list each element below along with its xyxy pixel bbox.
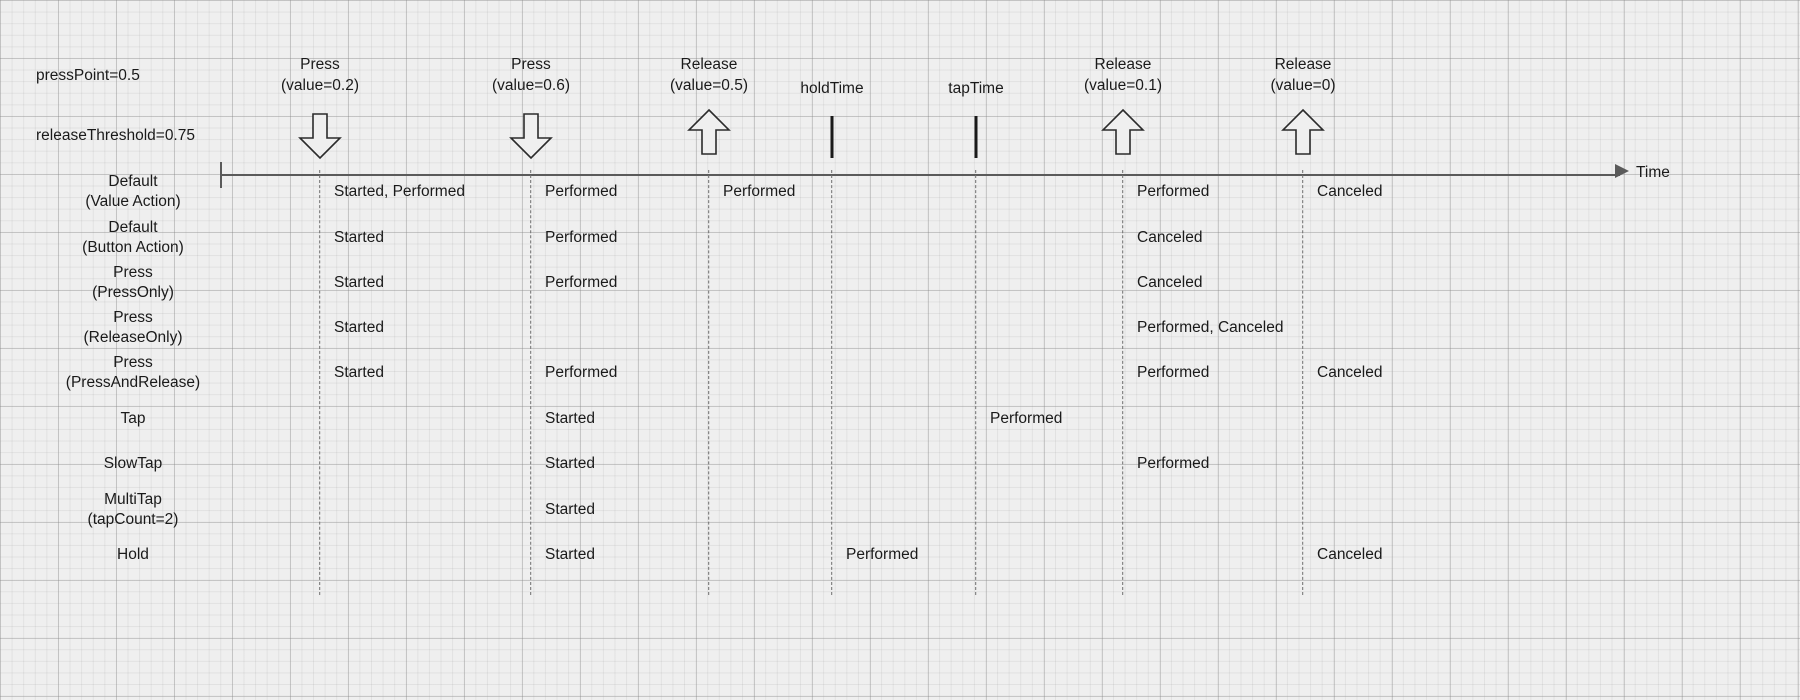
event-label-press-0-6: Press (value=0.6) <box>492 54 570 96</box>
row-label-press-releaseonly: Press (ReleaseOnly) <box>83 308 182 348</box>
event-gridline-release-0-1 <box>1122 170 1124 595</box>
event-label-line1: Release <box>680 56 738 73</box>
event-label-release-0-5: Release (value=0.5) <box>670 54 748 96</box>
arrow-right-icon <box>1615 164 1629 178</box>
cell-press-pressandrelease-press-0-6: Performed <box>545 364 618 381</box>
event-label-line2: (value=0) <box>1270 77 1336 94</box>
row-label-line-2: (PressOnly) <box>92 284 174 301</box>
tick-marker-hold-time <box>830 116 834 158</box>
event-label-line2: (value=0.5) <box>670 77 748 94</box>
cell-press-pressandrelease-press-0-2: Started <box>334 364 384 381</box>
arrow-up-icon-release-0-1 <box>1099 108 1147 156</box>
cell-multitap-press-0-6: Started <box>545 501 595 518</box>
row-label-default-button-action: Default (Button Action) <box>82 218 184 258</box>
row-label-line-1: Tap <box>120 410 146 427</box>
row-label-line-1: SlowTap <box>103 455 163 472</box>
cell-slowtap-release-0-1: Performed <box>1137 455 1210 472</box>
note-line-press-point: pressPoint=0.5 <box>36 67 140 84</box>
event-gridline-hold-time <box>831 170 833 595</box>
row-label-multitap: MultiTap (tapCount=2) <box>88 490 179 530</box>
time-axis-line <box>220 174 1620 176</box>
event-label-line1: tapTime <box>948 80 1004 97</box>
event-label-hold-time: holdTime <box>800 78 863 99</box>
cell-press-pressonly-press-0-2: Started <box>334 274 384 291</box>
event-label-release-0-1: Release (value=0.1) <box>1084 54 1162 96</box>
event-label-release-0: Release (value=0) <box>1270 54 1335 96</box>
row-label-press-pressandrelease: Press (PressAndRelease) <box>66 353 200 393</box>
event-gridline-tap-time <box>975 170 977 595</box>
cell-hold-press-0-6: Started <box>545 546 595 563</box>
time-axis-label: Time <box>1636 164 1670 181</box>
event-label-line2: (value=0.2) <box>281 77 359 94</box>
arrow-down-icon-press-0-2 <box>296 112 344 160</box>
row-label-line-1: Hold <box>117 546 149 563</box>
row-label-line-2: (tapCount=2) <box>87 511 179 528</box>
cell-press-pressandrelease-release-0: Canceled <box>1317 364 1383 381</box>
row-label-line-2: (PressAndRelease) <box>65 374 201 391</box>
cell-default-button-action-press-0-2: Started <box>334 229 384 246</box>
row-label-line-1: Press <box>113 264 153 281</box>
cell-default-value-action-press-0-6: Performed <box>545 183 618 200</box>
cell-default-value-action-release-0: Canceled <box>1317 183 1383 200</box>
arrow-up-icon-release-0 <box>1279 108 1327 156</box>
arrow-up-icon-release-0-5 <box>685 108 733 156</box>
cell-press-releaseonly-release-0-1: Performed, Canceled <box>1137 319 1284 336</box>
cell-press-pressandrelease-release-0-1: Performed <box>1137 364 1210 381</box>
cell-slowtap-press-0-6: Started <box>545 455 595 472</box>
row-label-line-1: Press <box>113 309 153 326</box>
event-label-tap-time: tapTime <box>948 78 1003 99</box>
cell-default-value-action-release-0-1: Performed <box>1137 183 1210 200</box>
tick-marker-tap-time <box>974 116 978 158</box>
event-gridline-release-0-5 <box>708 170 710 595</box>
row-label-line-1: MultiTap <box>104 491 162 508</box>
event-label-line2: (value=0.6) <box>492 77 570 94</box>
cell-hold-hold-time: Performed <box>846 546 919 563</box>
cell-press-pressonly-release-0-1: Canceled <box>1137 274 1203 291</box>
cell-default-button-action-press-0-6: Performed <box>545 229 618 246</box>
row-label-hold: Hold <box>117 545 149 565</box>
event-label-line1: Press <box>300 56 340 73</box>
row-label-default-value-action: Default (Value Action) <box>85 172 180 212</box>
row-label-slowtap: SlowTap <box>104 454 163 474</box>
event-label-line1: Release <box>1274 56 1332 73</box>
cell-press-releaseonly-press-0-2: Started <box>334 319 384 336</box>
event-gridline-press-0-6 <box>530 170 532 595</box>
row-label-tap: Tap <box>121 409 146 429</box>
cell-default-button-action-release-0-1: Canceled <box>1137 229 1203 246</box>
event-gridline-release-0 <box>1302 170 1304 595</box>
cell-default-value-action-press-0-2: Started, Performed <box>334 183 465 200</box>
note-line-release-threshold: releaseThreshold=0.75 <box>36 127 195 144</box>
row-label-line-2: (Button Action) <box>82 239 184 256</box>
event-label-line1: Press <box>511 56 551 73</box>
event-label-line2: (value=0.1) <box>1084 77 1162 94</box>
row-label-line-2: (Value Action) <box>85 193 181 210</box>
event-label-line1: holdTime <box>800 80 864 97</box>
event-label-line1: Release <box>1094 56 1152 73</box>
row-label-line-2: (ReleaseOnly) <box>83 329 183 346</box>
row-label-line-1: Default <box>108 219 158 236</box>
event-gridline-press-0-2 <box>319 170 321 595</box>
cell-tap-press-0-6: Started <box>545 410 595 427</box>
parameter-note: pressPoint=0.5 releaseThreshold=0.75 <box>36 26 195 186</box>
cell-hold-release-0: Canceled <box>1317 546 1383 563</box>
row-label-press-pressonly: Press (PressOnly) <box>92 263 174 303</box>
cell-default-value-action-release-0-5: Performed <box>723 183 796 200</box>
arrow-down-icon-press-0-6 <box>507 112 555 160</box>
cell-tap-tap-time: Performed <box>990 410 1063 427</box>
row-label-line-1: Press <box>113 354 153 371</box>
cell-press-pressonly-press-0-6: Performed <box>545 274 618 291</box>
row-label-line-1: Default <box>108 173 158 190</box>
event-label-press-0-2: Press (value=0.2) <box>281 54 359 96</box>
